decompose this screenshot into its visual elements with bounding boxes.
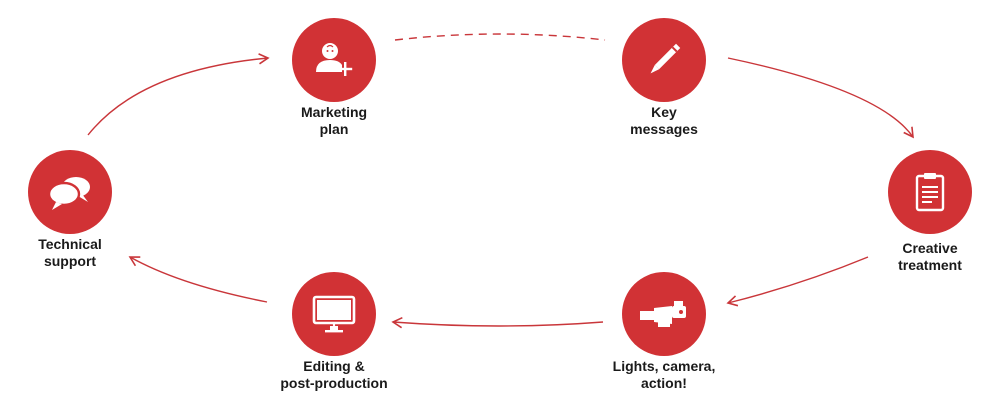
step-technical-support-label: Technical support (38, 236, 102, 269)
step-editing-post-production-label: Editing & post-production (280, 358, 388, 391)
step-editing-post-production-circle (292, 272, 376, 356)
person-add-icon (312, 38, 356, 82)
step-marketing-plan-label: Marketing plan (300, 104, 368, 137)
chat-bubbles-icon (46, 170, 94, 214)
step-technical-support-circle (28, 150, 112, 234)
step-key-messages-label: Key messages (630, 104, 698, 137)
step-lights-camera-action-label: Lights, camera, action! (612, 358, 716, 391)
connector-creative-lights (726, 256, 869, 307)
connector-key-creative (727, 57, 914, 139)
connector-marketing-key (394, 33, 606, 41)
connector-editing-technical (128, 256, 268, 303)
step-marketing-plan-circle (292, 18, 376, 102)
video-camera-icon (638, 292, 690, 336)
step-lights-camera-action-circle (622, 272, 706, 356)
step-creative-treatment-label: Creative treatment (898, 240, 962, 273)
connector-technical-marketing (87, 53, 270, 136)
clipboard-icon (908, 170, 952, 214)
connector-lights-editing (391, 316, 604, 329)
pen-icon (642, 38, 686, 82)
monitor-icon (311, 292, 357, 336)
step-key-messages-circle (622, 18, 706, 102)
step-creative-treatment-circle (888, 150, 972, 234)
